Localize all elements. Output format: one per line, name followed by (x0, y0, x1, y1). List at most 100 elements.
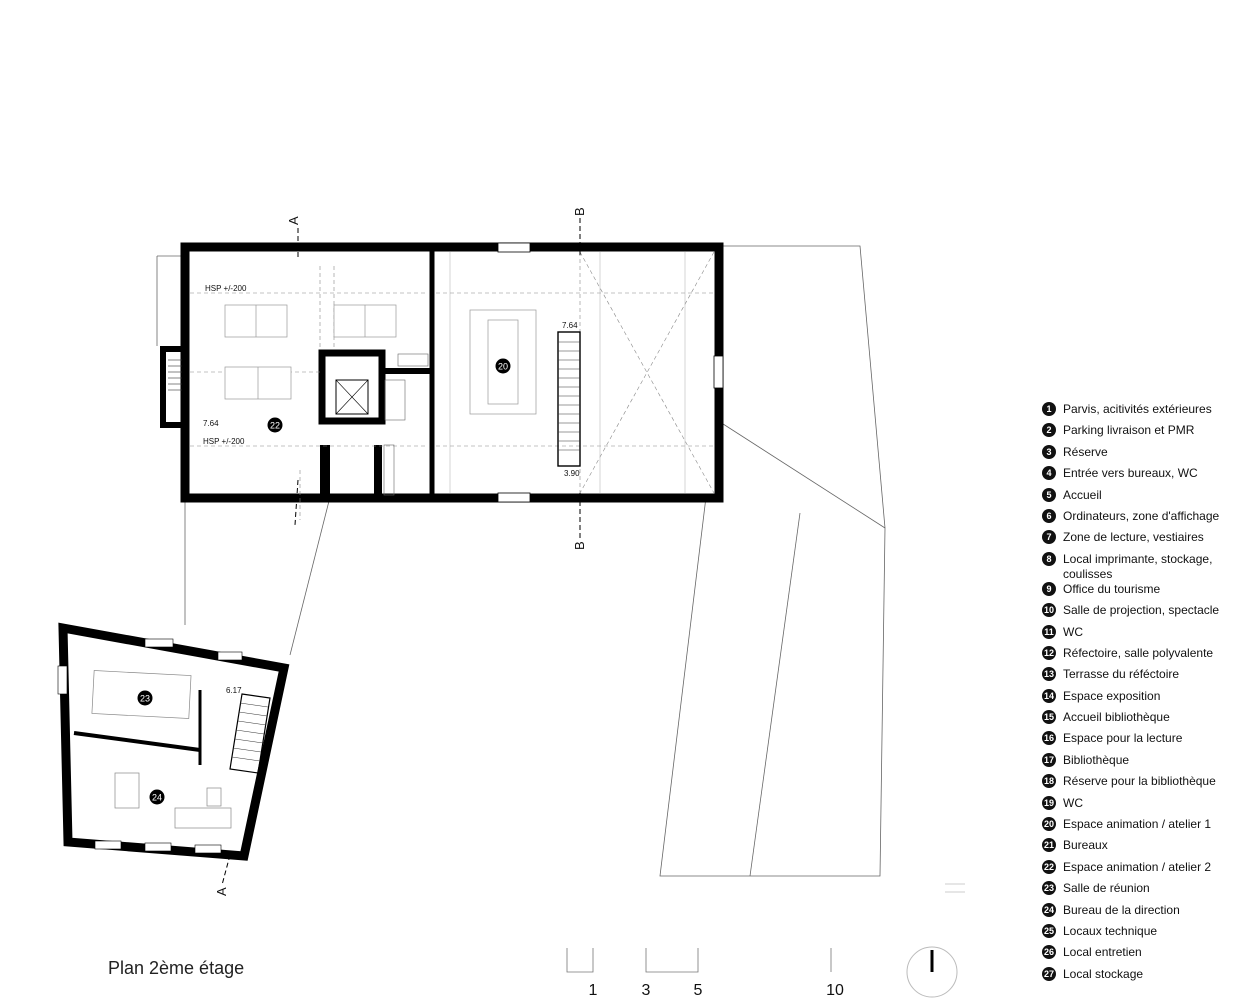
small-building (57, 622, 290, 861)
legend-item: 27 Local stockage (1042, 966, 1232, 988)
room-number-23: 23 (140, 694, 150, 704)
legend-label: Zone de lecture, vestiaires (1063, 530, 1204, 545)
main-building (160, 242, 724, 520)
legend-label: Local stockage (1063, 966, 1144, 981)
legend-label: WC (1063, 795, 1083, 810)
north-arrow-icon (906, 946, 958, 998)
legend-number-badge: 25 (1042, 923, 1056, 938)
legend-number-badge: 17 (1042, 752, 1056, 767)
legend-number-badge: 15 (1042, 710, 1056, 725)
legend-label: Espace pour la lecture (1063, 731, 1183, 746)
plan-title: Plan 2ème étage (108, 958, 245, 978)
level-label-small: 6.17 (226, 686, 242, 695)
legend-label: Espace exposition (1063, 688, 1161, 703)
legend-number-badge: 12 (1042, 645, 1056, 660)
legend-number-badge: 10 (1042, 603, 1056, 618)
legend-number-badge: 3 (1042, 444, 1056, 459)
legend-item: 10 Salle de projection, spectacle (1042, 603, 1232, 624)
room-marker-22: 22 (267, 417, 283, 433)
room-marker-20: 20 (495, 358, 511, 374)
legend-number-badge: 24 (1042, 902, 1056, 917)
legend-item: 11 WC (1042, 624, 1232, 646)
legend-number-badge: 16 (1042, 731, 1056, 746)
legend-label: Espace animation / atelier 1 (1063, 817, 1212, 832)
legend-number-badge: 8 (1042, 551, 1056, 566)
legend-item: 3 Réserve (1042, 444, 1232, 466)
legend-item: 21 Bureaux (1042, 838, 1232, 859)
legend-item: 13 Terrasse du réféctoire (1042, 667, 1232, 688)
legend-label: Parvis, acitivités extérieures (1063, 402, 1212, 416)
legend-item: 4 Entrée vers bureaux, WC (1042, 466, 1232, 487)
legend-label: Réserve pour la bibliothèque (1063, 774, 1216, 789)
level-label-stair-bottom: 3.90 (564, 469, 580, 478)
legend-number-badge: 7 (1042, 530, 1056, 545)
scale-label-3: 3 (642, 982, 651, 999)
legend-label: Local imprimante, stockage, coulisses (1063, 551, 1213, 581)
section-line-a-bottom (221, 854, 231, 886)
legend-label: Ordinateurs, zone d'affichage (1063, 508, 1220, 523)
legend-item: 8 Local imprimante, stockage, coulisses (1042, 551, 1232, 582)
scale-label-1: 1 (589, 982, 598, 999)
legend-label: Accueil (1063, 487, 1102, 502)
level-label-stair-top: 7.64 (562, 321, 578, 330)
legend-number-badge: 4 (1042, 466, 1056, 481)
site-outlines (156, 245, 886, 877)
legend-number-badge: 27 (1042, 966, 1056, 981)
section-marker-b-top: B (572, 207, 587, 216)
scale-label-5: 5 (694, 982, 703, 999)
legend-item: 7 Zone de lecture, vestiaires (1042, 530, 1232, 551)
section-line-a-top (294, 228, 299, 526)
legend-label: Salle de réunion (1063, 881, 1150, 896)
legend-number-badge: 2 (1042, 423, 1056, 438)
legend-label: WC (1063, 624, 1083, 639)
legend-item: 24 Bureau de la direction (1042, 902, 1232, 924)
legend-label: Locaux technique (1063, 923, 1158, 938)
legend-item: 25 Locaux technique (1042, 923, 1232, 945)
legend-label: Accueil bibliothèque (1063, 710, 1170, 725)
legend-label: Bureaux (1063, 838, 1108, 853)
legend-label: Office du tourisme (1063, 581, 1161, 596)
legend-number-badge: 19 (1042, 795, 1056, 810)
section-marker-a-top: A (286, 216, 301, 225)
legend-label: Bibliothèque (1063, 752, 1130, 767)
section-marker-b-bottom: B (572, 541, 587, 550)
legend-item: 18 Réserve pour la bibliothèque (1042, 774, 1232, 795)
legend-number-badge: 6 (1042, 508, 1056, 523)
hsp-label-bottom: HSP +/-200 (203, 437, 245, 446)
room-number-24: 24 (152, 793, 162, 803)
scale-label-10: 10 (826, 982, 844, 999)
hsp-label-top: HSP +/-200 (205, 284, 247, 293)
legend-item: 12 Réfectoire, salle polyvalente (1042, 645, 1232, 667)
room-number-20: 20 (498, 362, 508, 372)
legend-item: 16 Espace pour la lecture (1042, 731, 1232, 752)
legend-item: 2 Parking livraison et PMR (1042, 423, 1232, 444)
legend-label: Parking livraison et PMR (1063, 423, 1195, 438)
legend-label: Terrasse du réféctoire (1063, 667, 1180, 682)
legend-item: 6 Ordinateurs, zone d'affichage (1042, 508, 1232, 530)
legend-label: Bureau de la direction (1063, 902, 1180, 917)
room-number-22: 22 (270, 421, 280, 431)
legend-number-badge: 5 (1042, 487, 1056, 502)
legend-number-badge: 13 (1042, 667, 1056, 682)
legend-number-badge: 23 (1042, 881, 1056, 896)
legend-number-badge: 21 (1042, 838, 1056, 853)
legend-label: Salle de projection, spectacle (1063, 603, 1220, 618)
legend-label: Entrée vers bureaux, WC (1063, 466, 1198, 481)
legend-number-badge: 18 (1042, 774, 1056, 789)
legend-item: 5 Accueil (1042, 487, 1232, 509)
legend-label: Réserve (1063, 444, 1108, 459)
room-marker-23: 23 (137, 690, 153, 706)
legend-item: 17 Bibliothèque (1042, 752, 1232, 774)
level-label-left: 7.64 (203, 419, 219, 428)
legend-label: Réfectoire, salle polyvalente (1063, 645, 1214, 660)
legend-number-badge: 11 (1042, 624, 1056, 639)
legend-label: Espace animation / atelier 2 (1063, 859, 1212, 874)
legend-item: 19 WC (1042, 795, 1232, 817)
legend-item: 23 Salle de réunion (1042, 881, 1232, 902)
